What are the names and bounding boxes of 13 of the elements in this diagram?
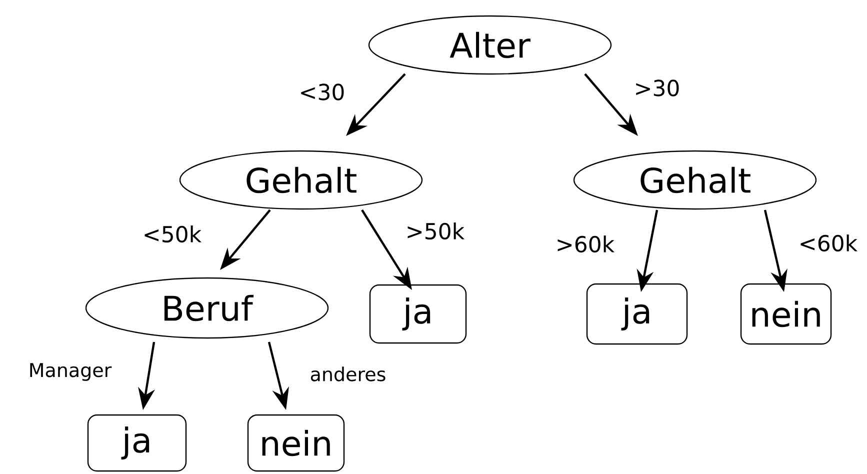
edge-label: <30 xyxy=(298,82,346,102)
leaf-box: nein xyxy=(740,283,832,345)
edge-label: >30 xyxy=(632,78,682,98)
edge-label: <60k xyxy=(797,234,859,253)
leaf-box: nein xyxy=(247,414,345,472)
edge-label: >50k xyxy=(404,222,466,241)
edge-label: >60k xyxy=(554,234,616,254)
edge-label: anderes xyxy=(308,366,388,382)
edge-label: Manager xyxy=(27,362,113,382)
edge-label: <50k xyxy=(141,224,203,244)
leaf-box: ja xyxy=(369,284,467,344)
leaf-box: ja xyxy=(87,414,187,472)
leaf-box: ja xyxy=(586,283,688,345)
